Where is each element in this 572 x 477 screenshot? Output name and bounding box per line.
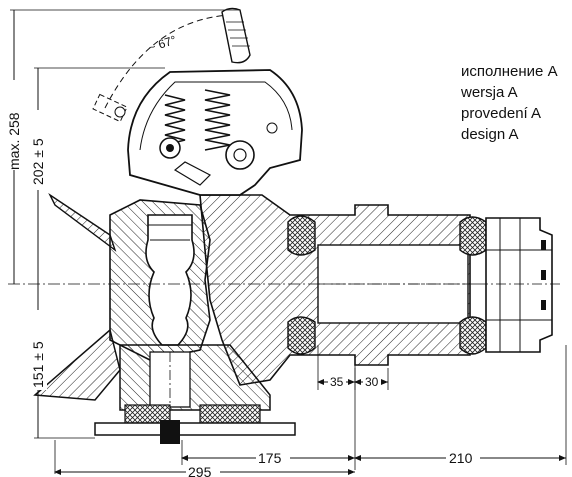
spring-right [204, 89, 231, 151]
dim-35: 35 [330, 375, 344, 389]
dim-upper-height: 202 ± 5 [30, 138, 46, 185]
rubber-pad-right [199, 404, 261, 424]
dim-30: 30 [365, 375, 379, 389]
dim-lower-height: 151 ± 5 [30, 341, 46, 388]
variant-label-en: design A [461, 126, 519, 143]
dim-295: 295 [188, 464, 212, 477]
variant-label-cz: provedení A [461, 105, 542, 122]
rubber-ring-bottom [287, 316, 316, 355]
variant-label-ru: исполнение A [461, 63, 558, 80]
spring-left [164, 94, 186, 146]
rubber-ring-top [287, 215, 316, 256]
base-plate [94, 422, 296, 436]
angle-label: ~ 67° [147, 33, 179, 55]
rubber-ring-bottom-right [459, 316, 487, 355]
funnel-mouth [33, 328, 121, 401]
dim-210: 210 [449, 450, 473, 466]
variant-label-pl: wersja A [461, 84, 518, 101]
lever-ghost [104, 14, 231, 109]
dim-max-height: max. 258 [6, 112, 22, 170]
dim-175: 175 [258, 450, 282, 466]
coupling-pin [145, 214, 195, 346]
end-nut [485, 217, 553, 353]
rubber-ring-top-right [459, 216, 487, 256]
handle [221, 7, 251, 64]
